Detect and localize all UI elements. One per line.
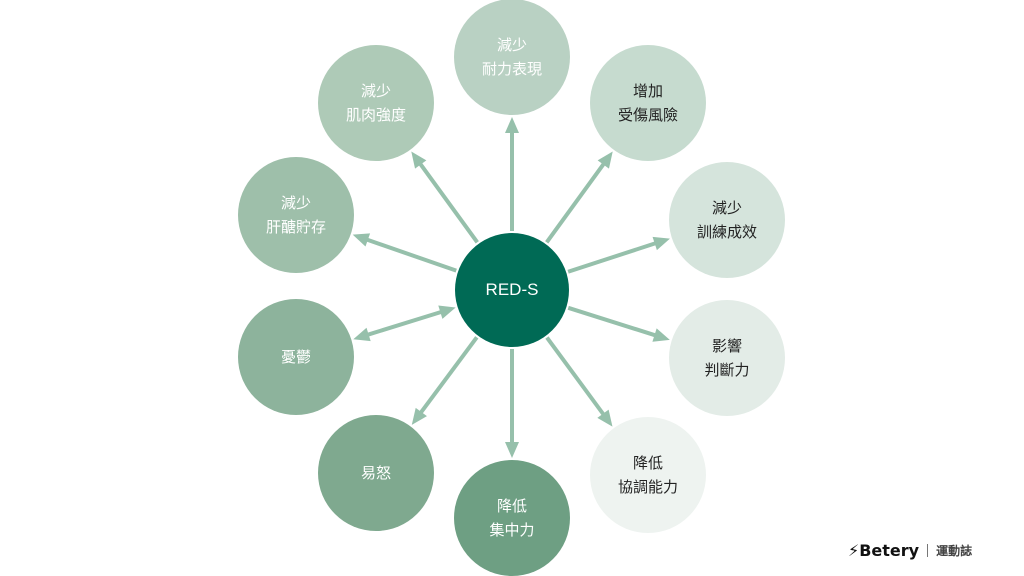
arrow-head [411, 407, 427, 425]
brand-logo: ⚡︎ Betery 運動誌 [848, 541, 972, 560]
outcome-node: 降低集中力 [454, 460, 570, 576]
arrow-head [652, 236, 670, 251]
node-label-line1: 減少 [280, 194, 311, 212]
arrow-head-reverse [438, 305, 456, 319]
outcome-node: 減少訓練成效 [669, 162, 785, 278]
node-label-line1: 減少 [711, 199, 742, 217]
node-label-line1: 減少 [360, 82, 391, 100]
arrow-line [417, 161, 479, 244]
node-label-line2: 判斷力 [704, 361, 750, 379]
node-label-line1: 影響 [711, 337, 742, 355]
outcome-node: 減少耐力表現 [454, 0, 570, 115]
arrow-line [418, 336, 479, 415]
outcome-node: 降低協調能力 [590, 417, 706, 533]
arrow-line [545, 336, 606, 417]
brand-subtitle: 運動誌 [936, 544, 973, 558]
arrow-head [505, 117, 519, 133]
arrow-head [353, 327, 371, 342]
node-label-line1: 易怒 [360, 464, 391, 482]
arrow-head [652, 328, 670, 342]
node-label-line2: 訓練成效 [696, 223, 757, 241]
arrow-head [597, 151, 613, 169]
arrow-line [366, 309, 443, 337]
outcome-node: 增加受傷風險 [590, 45, 706, 161]
center-label: RED-S [485, 280, 539, 299]
brand-divider [927, 544, 929, 557]
node-label-line1: 降低 [632, 454, 663, 472]
outcome-node: 減少肝醣貯存 [238, 157, 354, 273]
node-label-line1: 減少 [496, 36, 527, 54]
node-label-line2: 協調能力 [617, 478, 678, 496]
arrow-head [505, 442, 519, 458]
arrow-line [365, 237, 457, 273]
outcome-node: 憂鬱 [238, 299, 354, 415]
lightning-icon: ⚡︎ [848, 541, 860, 560]
brand-name: Betery [859, 541, 920, 560]
arrow-head [411, 151, 427, 169]
node-label-line1: 降低 [496, 497, 527, 515]
arrow-head [597, 409, 613, 427]
node-label-line2: 受傷風險 [617, 106, 678, 124]
arrow-line [567, 305, 658, 338]
node-label-line1: 增加 [632, 82, 663, 100]
arrow-line [567, 241, 658, 274]
node-label-line2: 肌肉強度 [345, 106, 406, 124]
outcome-node: 減少肌肉強度 [318, 45, 434, 161]
node-label-line2: 集中力 [489, 521, 535, 539]
arrow-line [545, 161, 607, 244]
node-label-line2: 耐力表現 [481, 60, 542, 78]
outcome-node: 易怒 [318, 415, 434, 531]
node-label-line1: 憂鬱 [280, 348, 311, 366]
outcome-node: 影響判斷力 [669, 300, 785, 416]
arrow-head [352, 233, 371, 247]
center-node-reds: RED-S [455, 233, 569, 347]
node-label-line2: 肝醣貯存 [265, 218, 326, 236]
